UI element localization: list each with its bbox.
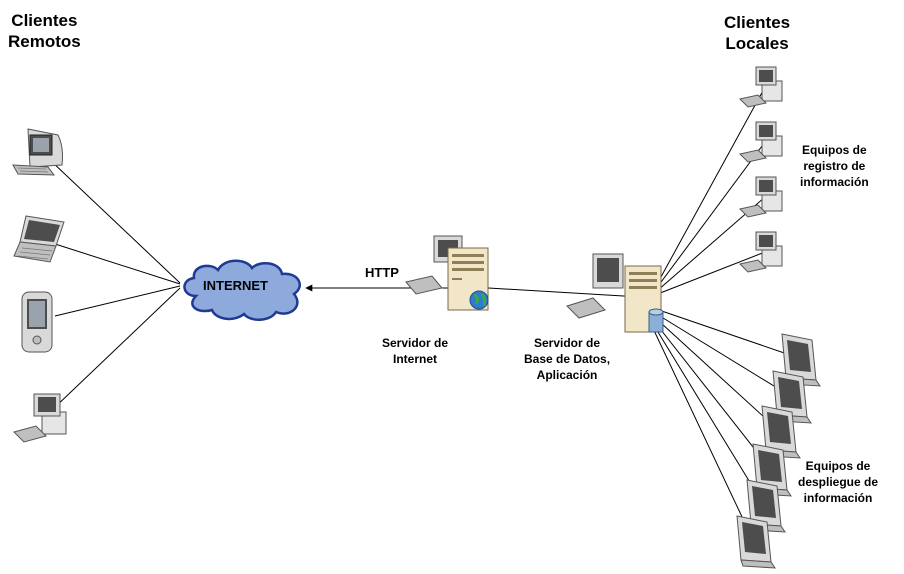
db-server-label: Servidor de Base de Datos, Aplicación xyxy=(524,335,610,383)
laptop-icon xyxy=(13,215,65,263)
registro-pc-4-icon xyxy=(739,231,783,273)
line-remote-pda xyxy=(54,285,181,317)
display-screen-6-icon xyxy=(736,515,776,569)
registro-pc-3-icon xyxy=(739,176,783,218)
database-icon xyxy=(648,308,664,333)
despliegue-label-line2: despliegue de xyxy=(798,475,879,489)
internet-cloud xyxy=(183,259,301,321)
display-screen-5-icon xyxy=(746,479,786,533)
internet-server-icon xyxy=(405,235,489,311)
crt-monitor-icon xyxy=(12,128,63,176)
line-db-disp-6 xyxy=(649,321,753,539)
registro-pc-1-icon xyxy=(739,66,783,108)
registro-label-line1: Equipos de xyxy=(802,143,867,157)
display-screen-3-icon xyxy=(761,405,801,459)
remote-clients-heading: Clientes Remotos xyxy=(8,10,81,52)
line-remote-laptop xyxy=(51,242,181,285)
internet-server-label-line1: Servidor de xyxy=(382,336,449,350)
display-screen-4-icon xyxy=(752,443,792,497)
local-heading-line2: Locales xyxy=(725,34,789,53)
line-server-db xyxy=(471,283,641,301)
display-screen-2-icon xyxy=(772,370,812,424)
internet-server-label: Servidor de Internet xyxy=(382,335,448,367)
remote-heading-line2: Remotos xyxy=(8,32,81,51)
line-remote-pc xyxy=(51,287,181,411)
remote-heading-line1: Clientes xyxy=(11,11,78,30)
registro-label-line3: información xyxy=(800,175,869,189)
internet-server-label-line2: Internet xyxy=(393,352,438,366)
db-server-icon xyxy=(566,253,664,333)
line-db-disp-1 xyxy=(649,306,797,359)
despliegue-label-line1: Equipos de xyxy=(805,459,871,473)
line-remote-crt xyxy=(49,159,181,284)
local-heading-line1: Clientes xyxy=(724,13,791,32)
line-db-disp-4 xyxy=(649,315,769,467)
db-server-label-line2: Base de Datos, xyxy=(524,352,611,366)
line-db-disp-2 xyxy=(649,309,788,395)
display-screen-1-icon xyxy=(781,333,821,387)
desktop-pc-icon xyxy=(13,393,67,443)
despliegue-label-line3: información xyxy=(803,491,873,505)
registro-pc-2-icon xyxy=(739,121,783,163)
local-clients-heading: Clientes Locales xyxy=(724,12,790,54)
cloud-label: INTERNET xyxy=(203,278,268,293)
http-label: HTTP xyxy=(365,265,399,280)
registro-label-line2: registro de xyxy=(803,159,866,173)
line-db-disp-3 xyxy=(649,312,777,429)
line-db-reg-4 xyxy=(649,251,766,298)
db-server-label-line3: Aplicación xyxy=(536,368,598,382)
registro-group-label: Equipos de registro de información xyxy=(800,142,869,190)
db-server-label-line1: Servidor de xyxy=(534,336,601,350)
line-db-disp-5 xyxy=(649,318,763,503)
pda-icon xyxy=(21,291,53,353)
line-db-reg-2 xyxy=(649,141,766,298)
line-db-reg-1 xyxy=(649,86,766,298)
despliegue-group-label: Equipos de despliegue de información xyxy=(798,458,878,506)
